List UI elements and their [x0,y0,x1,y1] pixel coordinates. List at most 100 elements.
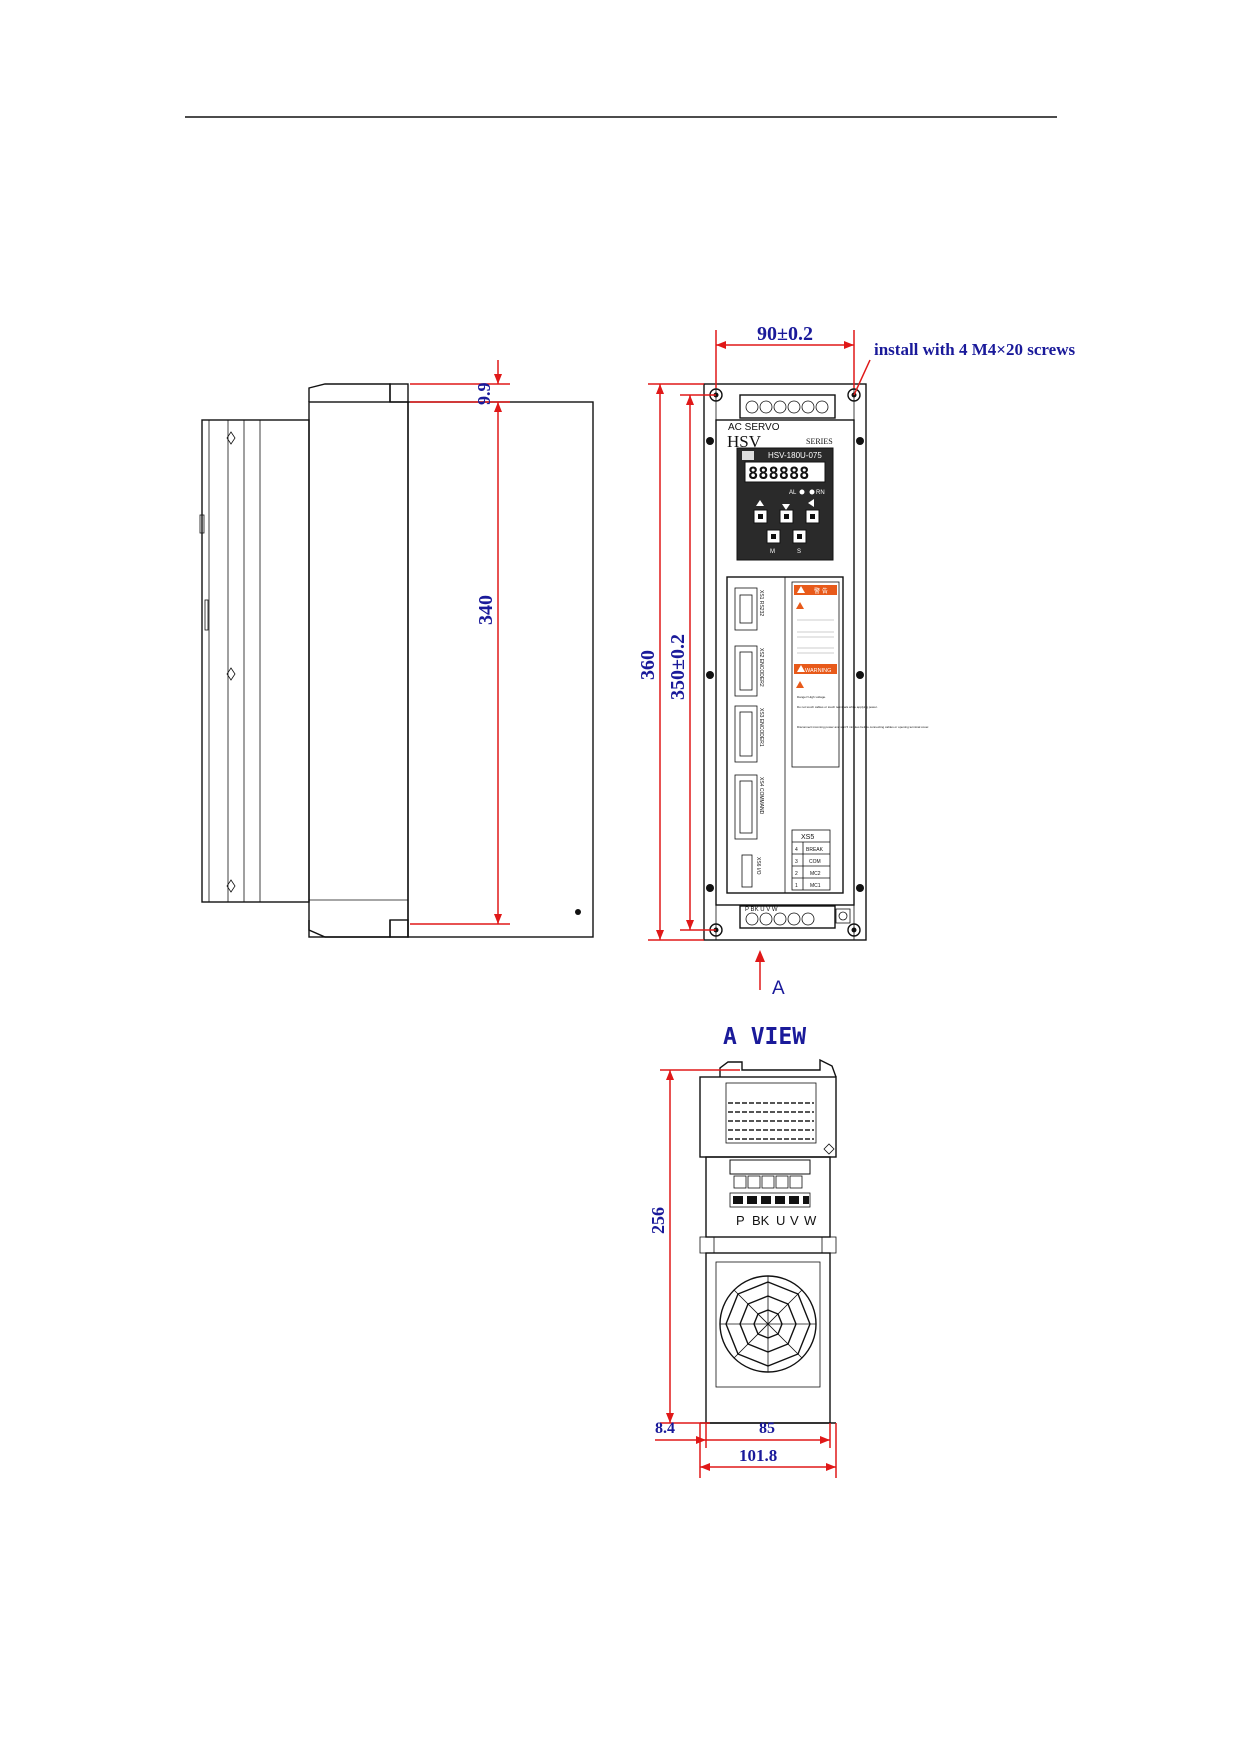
aview-top-cap [719,1058,837,1078]
dim-8-4: 8.4 [655,1420,675,1437]
side-bottom-lug [308,920,391,938]
dim-360: 360 [637,650,659,680]
terminal-pin [747,1196,757,1204]
warning-icon [796,681,804,688]
xs5-pin: 2 [795,871,798,877]
up-arrow-icon [756,500,764,506]
terminal-screw [801,400,815,414]
leader-line [853,359,871,396]
ac-servo-label: AC SERVO [728,422,780,433]
warning-icon [797,586,805,593]
key-m-center [771,534,776,539]
front-view: AC SERVO HSV SERIES HSV-180U-075 888888 … [637,323,1075,999]
dim-arrow [686,395,694,405]
warning-header-en [794,664,837,674]
bottom-terminal-block [739,905,836,929]
aview-terminal-bk: BK [752,1213,770,1228]
key-down-center [784,514,789,519]
dim-9-9: 9.9 [474,383,494,406]
xs5-pin: 3 [795,859,798,865]
side-tab [199,514,205,534]
side-screw [706,437,714,445]
warn-line-1: Danger! High voltage. [797,695,826,699]
led-al-label: AL [789,490,797,496]
side-screw [706,671,714,679]
terminal-screw [773,912,787,926]
terminal-row [729,1192,811,1208]
key-s-label: S [797,549,801,555]
aview-terminal-p: P [736,1213,745,1228]
install-note: install with 4 M4×20 screws [874,340,1075,359]
label-xs3: XS3 ENCODER1 [758,708,764,747]
xs5-pin: 4 [795,847,798,853]
side-heatsink [201,419,310,903]
side-screw [575,909,581,915]
dim-arrow [666,1413,674,1423]
dim-arrow [686,920,694,930]
dim-85: 85 [759,1420,775,1437]
terminal-screw [745,400,759,414]
key-left-center [810,514,815,519]
led-rn [809,489,815,495]
mount-hole [847,923,861,937]
side-tab [204,599,209,631]
label-xs1: XS1 RS232 [758,590,764,616]
connector-xs2 [734,645,758,697]
label-xs2: XS2 ENCODER2 [758,648,764,687]
fan-housing [715,1261,821,1388]
side-view: 9.9 340 [199,360,594,938]
dim-arrow [666,1070,674,1080]
xs5-table [791,829,831,891]
fan-spoke [733,1289,803,1359]
terminal-screw [787,912,801,926]
terminal-pin [733,1196,743,1204]
warning-icon [796,602,804,609]
xs5-signal: BREAK [806,847,824,853]
terminal-pin [803,1196,809,1204]
aview-terminal-u: U [776,1213,785,1228]
model-label: HSV-180U-075 [768,451,822,460]
display-digits: 888888 [748,464,809,484]
led-display [744,461,826,483]
terminal-screw [787,400,801,414]
dim-arrow [494,914,502,924]
side-marker [226,667,236,681]
side-rear-section [308,401,409,938]
aview-terminal-v: V [790,1213,799,1228]
dim-90: 90±0.2 [757,323,813,345]
terminal-pin [761,1196,771,1204]
vent-panel [725,1082,817,1144]
led-al [799,489,805,495]
terminal-slot [733,1175,747,1189]
view-title: A VIEW [723,1024,806,1050]
side-top-lug [308,383,391,402]
aview-upper-body [699,1076,837,1158]
terminal-slot [761,1175,775,1189]
dim-arrow [700,1463,710,1471]
dim-arrow [494,374,502,384]
terminal-screw [815,400,829,414]
dim-arrow [696,1436,706,1444]
dim-340: 340 [475,595,497,625]
warn-line-3: Disconnect incoming power and wait 5 min… [797,725,929,729]
warning-cn-text: 警 告 [814,587,828,595]
aview-terminal-section [705,1156,831,1238]
side-top-lug-corner [389,383,409,403]
logo [742,451,754,460]
xs5-title: XS5 [801,834,814,841]
terminal-pin [789,1196,799,1204]
terminal-screw [801,912,815,926]
warning-label [791,581,840,768]
flange [821,1236,837,1254]
side-bottom-lug-corner [389,919,409,938]
led-rn-label: RN [816,490,825,496]
side-body [407,401,594,938]
side-screw [856,671,864,679]
connector-xs4-shell [739,780,753,834]
dim-arrow [494,402,502,412]
side-screw [856,437,864,445]
dim-arrow [656,930,664,940]
dim-256: 256 [648,1207,668,1234]
dim-arrow [844,341,854,349]
top-terminal-block [739,394,836,419]
